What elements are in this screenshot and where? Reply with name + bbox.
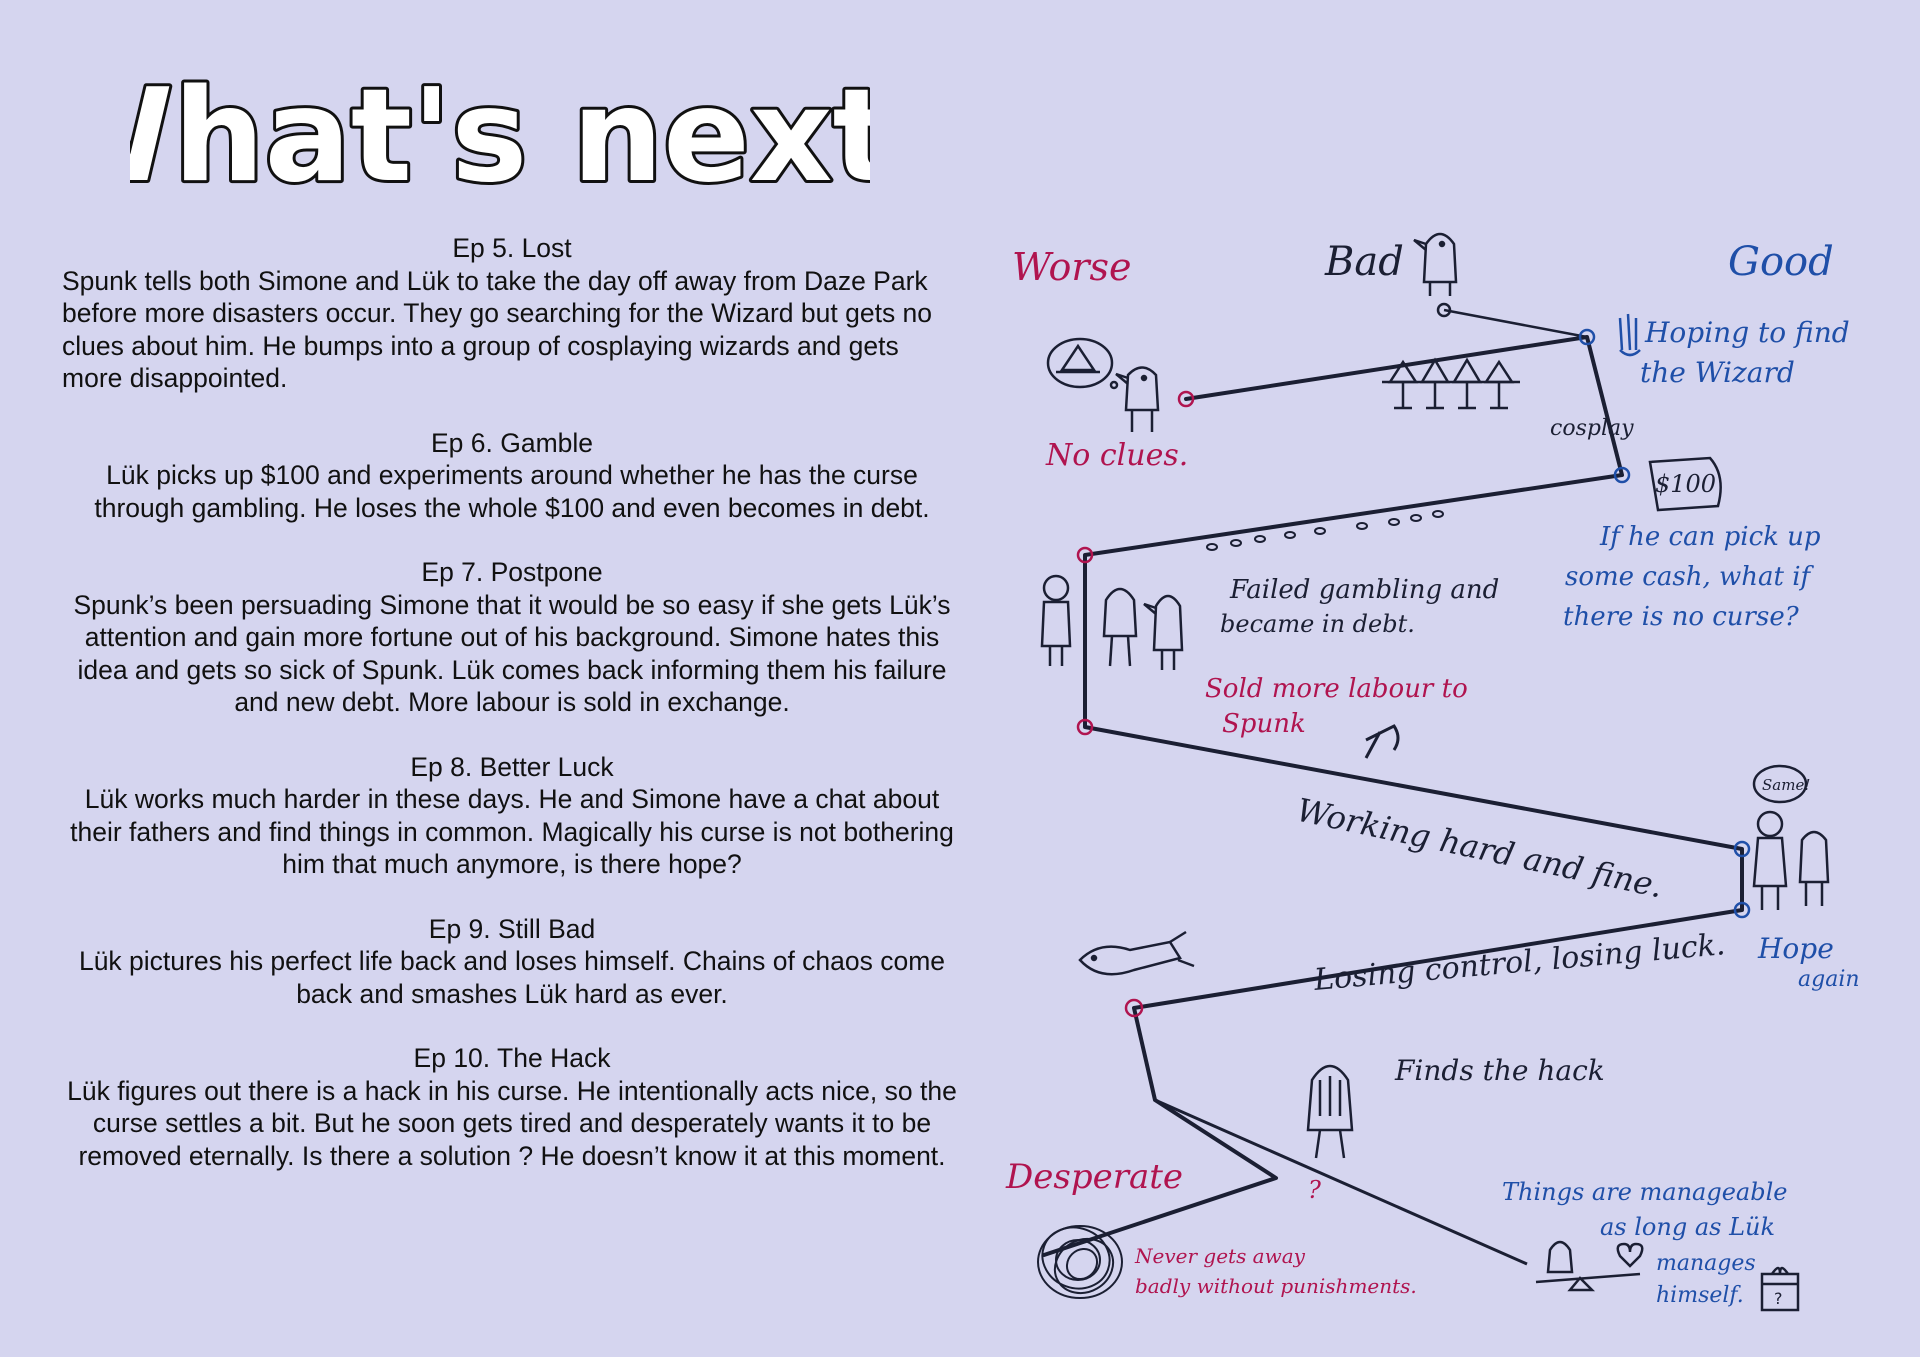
- losing-note: Losing control, losing luck.: [1312, 927, 1727, 998]
- scale-label-worse: Worse: [1012, 245, 1132, 289]
- failed-note-line2: became in debt.: [1220, 610, 1415, 638]
- manageable-note-line3: manages: [1656, 1251, 1756, 1276]
- no-clues-note: No clues.: [1045, 438, 1188, 473]
- working-note: Working hard and fine.: [1293, 791, 1666, 906]
- hack-branch-line: [1154, 1098, 1528, 1266]
- turning-point-marker: [1733, 840, 1751, 858]
- episode-description: Lük figures out there is a hack in his c…: [67, 1075, 957, 1171]
- simone-luk-characters-icon: [1752, 810, 1830, 910]
- turning-point-marker: [1733, 901, 1751, 919]
- episode-title: Ep 5. Lost: [452, 233, 572, 263]
- wizard-hat-thought-icon: [1046, 337, 1119, 390]
- never-note-line2: badly without punishments.: [1135, 1274, 1417, 1298]
- hoping-note-line2: the Wizard: [1640, 356, 1795, 389]
- cash-amount: $100: [1655, 470, 1716, 498]
- hope-note-line1: Hope: [1757, 932, 1834, 965]
- never-note-line1: Never gets away: [1134, 1244, 1306, 1268]
- title-text: What's next?: [130, 62, 870, 211]
- episode-5: Ep 5. Lost Spunk tells both Simone and L…: [62, 232, 962, 395]
- seesaw-balance-icon: [1535, 1240, 1641, 1292]
- gift-box-icon: ?: [1760, 1266, 1800, 1312]
- hope-note-line2: again: [1798, 967, 1860, 992]
- episode-10: Ep 10. The Hack Lük figures out there is…: [62, 1042, 962, 1172]
- svg-text:?: ?: [1774, 1289, 1783, 1308]
- turning-point-marker: [1076, 546, 1094, 564]
- sold-note-line1: Sold more labour to: [1205, 674, 1468, 704]
- turning-point-marker: [1578, 328, 1596, 346]
- bad-pointer-line: [1443, 308, 1588, 339]
- hack-question-mark: ?: [1308, 1176, 1321, 1204]
- bird-character-icon: [1413, 232, 1458, 296]
- episode-6: Ep 6. Gamble Lük picks up $100 and exper…: [62, 427, 962, 525]
- episode-title: Ep 9. Still Bad: [428, 913, 596, 944]
- cosplay-label: cosplay: [1550, 416, 1634, 441]
- page-title: What's next?: [130, 40, 870, 220]
- character-group-icon: [1040, 574, 1184, 670]
- episode-7: Ep 7. Postpone Spunk’s been persuading S…: [62, 556, 962, 719]
- coin-trail-icon: [1206, 510, 1444, 551]
- turning-point-marker: [1177, 390, 1195, 408]
- episode-description: Lük picks up $100 and experiments around…: [94, 460, 930, 523]
- episode-description: Lük works much harder in these days. He …: [70, 784, 954, 879]
- episode-title: Ep 10. The Hack: [413, 1043, 611, 1073]
- episode-9: Ep 9. Still Bad Lük pictures his perfect…: [62, 913, 962, 1011]
- cosplay-wizards-icon: [1382, 357, 1520, 410]
- turning-point-marker: [1076, 718, 1094, 736]
- manageable-note-line1: Things are manageable: [1502, 1178, 1787, 1206]
- sold-note-line2: Spunk: [1222, 709, 1306, 739]
- episode-list: Ep 5. Lost Spunk tells both Simone and L…: [62, 232, 962, 1204]
- falling-character-icon: [1078, 930, 1195, 976]
- hammer-icon: [1364, 724, 1400, 759]
- hoping-note-line1: Hoping to find: [1644, 316, 1850, 349]
- failed-note-line1: Failed gambling and: [1229, 575, 1499, 605]
- episode-title: Ep 7. Postpone: [421, 557, 603, 587]
- hand-waving-icon: [1618, 313, 1641, 357]
- episode-description: Spunk’s been persuading Simone that it w…: [73, 589, 951, 718]
- scale-label-desperate: Desperate: [1005, 1157, 1183, 1197]
- hack-note: Finds the hack: [1394, 1054, 1605, 1087]
- chat-bubble-icon: [1752, 764, 1808, 804]
- scribble-chaos-icon: [1037, 1225, 1123, 1299]
- luk-hack-character-icon: [1306, 1064, 1354, 1159]
- pickup-note-line3: there is no curse?: [1563, 602, 1800, 632]
- pickup-note-line2: some cash, what if: [1565, 562, 1815, 592]
- episode-description: Spunk tells both Simone and Lük to take …: [62, 265, 933, 394]
- cash-bill-icon: [1648, 456, 1722, 512]
- episode-8: Ep 8. Better Luck Lük works much harder …: [62, 751, 962, 881]
- scale-label-bad: Bad: [1324, 239, 1404, 285]
- same-note: Same!: [1762, 776, 1810, 794]
- manageable-note-line2: as long as Lük: [1600, 1213, 1775, 1241]
- episode-title: Ep 8. Better Luck: [410, 751, 614, 782]
- story-arc-diagram: Worse Bad Good Desperate No clues.: [990, 210, 1890, 1340]
- episode-title: Ep 6. Gamble: [430, 427, 594, 458]
- manageable-note-line4: himself.: [1656, 1283, 1744, 1308]
- story-arc-line: [1042, 335, 1744, 1257]
- pickup-note-line1: If he can pick up: [1599, 522, 1821, 552]
- heart-icon: [1616, 1242, 1644, 1268]
- scale-label-good: Good: [1728, 239, 1834, 285]
- luk-character-icon: [1115, 366, 1160, 432]
- turning-point-marker: [1124, 998, 1144, 1018]
- episode-description: Lük pictures his perfect life back and l…: [78, 946, 946, 1009]
- turning-point-marker: [1613, 466, 1631, 484]
